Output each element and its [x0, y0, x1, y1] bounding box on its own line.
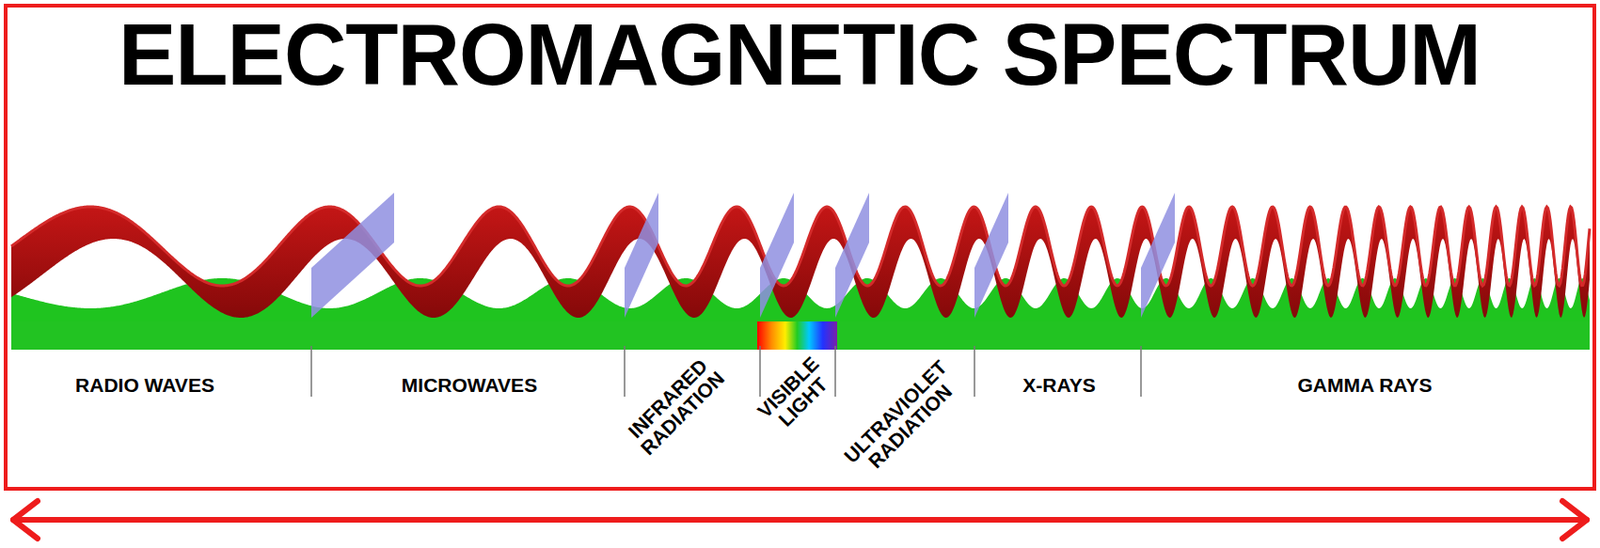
band-label: VISIBLE LIGHT	[754, 353, 839, 438]
wave-body	[11, 206, 1590, 318]
wave-edge	[11, 206, 1590, 286]
ground-strip	[11, 321, 1590, 350]
divider-plane	[624, 192, 659, 318]
divider-tick	[834, 346, 837, 397]
visible-rainbow	[757, 321, 838, 350]
divider-tick	[973, 346, 976, 397]
divider-tick	[310, 346, 313, 397]
band-label: INFRARED RADIATION	[622, 353, 729, 460]
band-label: ULTRAVIOLET RADIATION	[840, 357, 967, 483]
band-label: MICROWAVES	[401, 375, 538, 397]
divider-plane	[1140, 192, 1175, 318]
divider-plane	[974, 192, 1009, 318]
title: ELECTROMAGNETIC SPECTRUM	[118, 11, 1481, 98]
divider-planes	[311, 192, 1175, 397]
divider-plane	[835, 192, 870, 318]
divider-tick	[759, 346, 761, 397]
double-arrow	[13, 501, 1587, 539]
band-label: RADIO WAVES	[75, 375, 215, 397]
band-label: X-RAYS	[1022, 375, 1095, 397]
band-label: GAMMA RAYS	[1297, 375, 1432, 397]
divider-plane	[311, 192, 395, 318]
divider-tick	[1140, 346, 1142, 397]
frame	[5, 5, 1595, 490]
wave-ribbon	[11, 206, 1590, 318]
divider-tick	[623, 346, 626, 397]
divider-plane	[760, 192, 794, 318]
